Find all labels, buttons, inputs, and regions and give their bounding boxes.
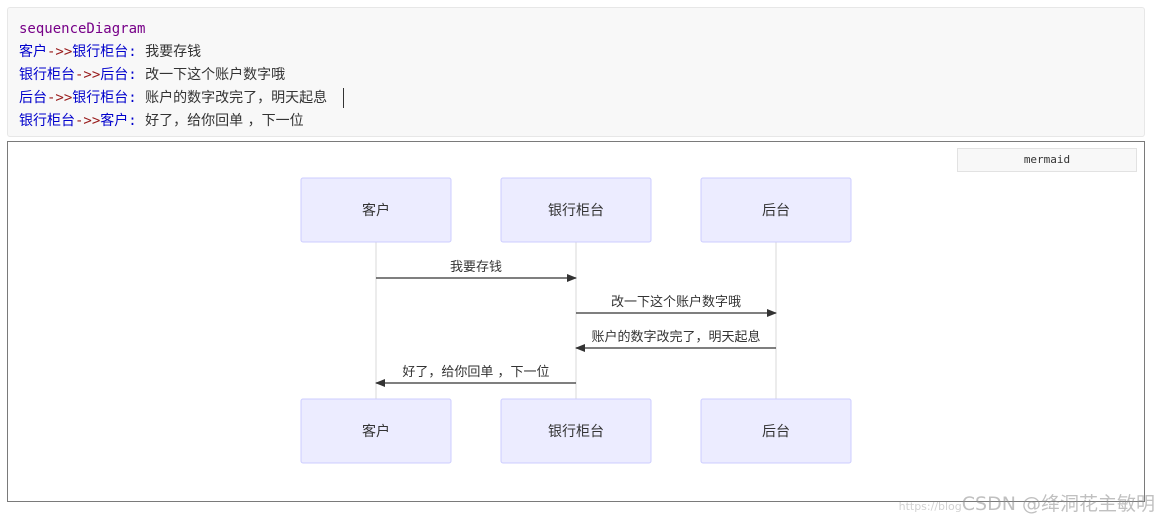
code-line-2: 银行柜台->>后台: 改一下这个账户数字哦 [19,64,1144,87]
actor-box-top-2 [700,177,852,243]
code-from: 银行柜台 [19,67,75,83]
code-sep: : [128,67,137,83]
language-select[interactable]: mermaid [957,148,1137,172]
message-label-1: 改一下这个账户数字哦 [611,294,741,310]
code-sep: : [128,113,137,129]
code-to: 银行柜台 [72,44,129,60]
actor-box-top-0 [300,177,452,243]
watermark-url: https://blog [898,500,962,513]
code-arrow: ->> [75,67,101,83]
code-arrow: ->> [75,113,101,129]
watermark: https://blogCSDN @绛洞花主敏明 [899,489,1155,516]
code-to: 客户 [100,113,129,129]
code-message: 我要存钱 [145,44,202,60]
actor-box-bottom-2 [700,398,852,464]
code-arrow: ->> [47,90,73,106]
code-line-4: 银行柜台->>客户: 好了，给你回单 ，下一位 [19,110,1144,133]
message-label-2: 账户的数字改完了，明天起息 [591,329,760,345]
code-from: 后台 [19,90,47,106]
code-line-keyword: sequenceDiagram [19,18,1144,41]
text-cursor [343,88,345,108]
code-from: 银行柜台 [19,113,75,129]
actor-label-top-2: 后台 [762,203,790,219]
message-label-3: 好了，给你回单 ，下一位 [402,365,549,380]
code-message: 改一下这个账户数字哦 [145,67,286,83]
actor-label-top-0: 客户 [362,202,390,219]
diagram-preview: mermaid 客户银行柜台后台客户银行柜台后台我要存钱改一下这个账户数字哦账户… [7,141,1145,502]
actor-box-bottom-1 [500,398,652,464]
code-line-1: 客户->>银行柜台: 我要存钱 [19,41,1144,64]
code-message: 好了，给你回单 ，下一位 [145,113,304,129]
code-from: 客户 [19,44,47,60]
message-label-0: 我要存钱 [450,260,502,275]
code-editor[interactable]: sequenceDiagram 客户->>银行柜台: 我要存钱 银行柜台->>后… [7,7,1145,137]
actor-label-top-1: 银行柜台 [548,203,604,219]
sequence-diagram: 客户银行柜台后台客户银行柜台后台我要存钱改一下这个账户数字哦账户的数字改完了，明… [300,177,852,464]
actor-label-bottom-2: 后台 [762,424,790,440]
code-to: 后台 [100,67,129,83]
code-sep: : [128,90,137,106]
actor-label-bottom-1: 银行柜台 [548,424,604,440]
actor-box-bottom-0 [300,398,452,464]
actor-label-bottom-0: 客户 [362,423,390,440]
watermark-text: CSDN @绛洞花主敏明 [961,493,1155,515]
code-arrow: ->> [47,44,73,60]
code-sep: : [128,44,137,60]
code-line-3: 后台->>银行柜台: 账户的数字改完了，明天起息 [19,87,1144,110]
actor-box-top-1 [500,177,652,243]
code-to: 银行柜台 [72,90,129,106]
code-keyword: sequenceDiagram [19,21,146,37]
code-message: 账户的数字改完了，明天起息 [145,90,328,106]
